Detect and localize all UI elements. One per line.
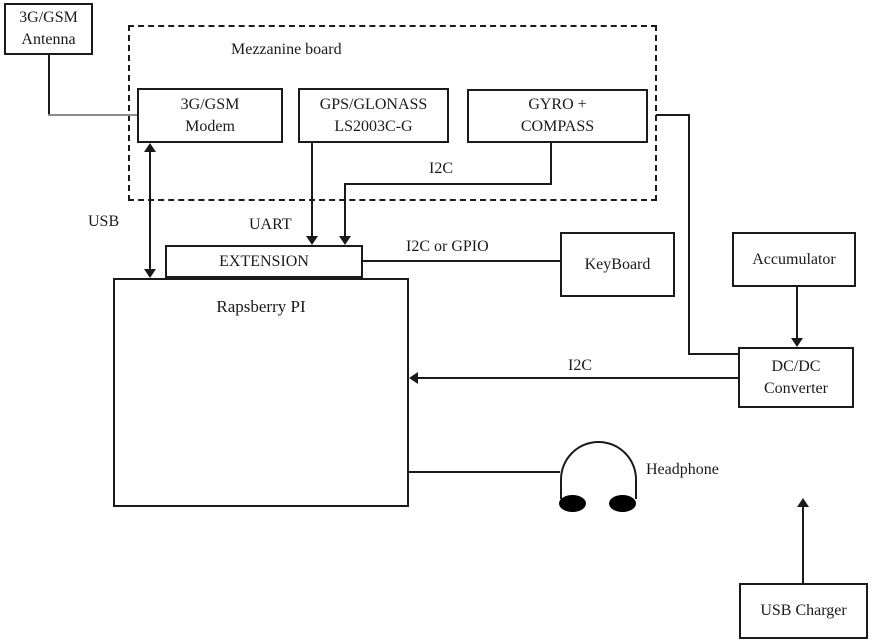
accumulator-dcdc-line: [796, 287, 798, 339]
usb-charger-line: [802, 506, 804, 583]
headphone-label: Headphone: [646, 461, 719, 478]
usb-bus-label: USB: [88, 213, 120, 230]
i2c-gyro-arrowhead: [339, 236, 351, 245]
usb-arrowhead-up: [144, 143, 156, 152]
uart-line: [311, 143, 313, 237]
antenna-label-line1: 3G/GSM: [19, 9, 78, 27]
usb-charger-arrowhead: [797, 498, 809, 507]
uart-label: UART: [249, 216, 292, 233]
mezzanine-board-container: [128, 25, 657, 201]
headphone-icon: [560, 441, 637, 499]
power-line-vertical: [688, 114, 690, 355]
antenna-wire-vertical: [48, 55, 50, 116]
i2c-gyro-line-vertical1: [550, 143, 552, 185]
antenna-box: 3G/GSM Antenna: [4, 3, 93, 55]
power-line-horizontal-top: [656, 114, 690, 116]
i2c-gpio-line: [363, 260, 560, 262]
usb-charger-label: USB Charger: [760, 602, 847, 620]
raspberry-pi-label: Rapsberry PI: [216, 297, 306, 316]
i2c-power-line: [418, 377, 739, 379]
gps-label-line1: GPS/GLONASS: [319, 95, 428, 113]
accumulator-dcdc-arrowhead: [791, 338, 803, 347]
raspberry-pi-box: Rapsberry PI: [113, 278, 409, 507]
uart-arrowhead: [306, 236, 318, 245]
power-line-horizontal-bottom: [688, 353, 738, 355]
modem-label-line1: 3G/GSM: [180, 95, 240, 113]
headphone-line: [409, 471, 560, 473]
dcdc-label-line2: Converter: [764, 379, 828, 397]
i2c-gyro-line-vertical2: [344, 183, 346, 237]
headphone-icon-left-pad: [559, 495, 586, 512]
gyro-label-line1: GYRO +: [528, 96, 587, 114]
gyro-label-line2: COMPASS: [520, 118, 595, 135]
i2c-power-label: I2C: [568, 357, 592, 374]
keyboard-label: KeyBoard: [584, 255, 651, 273]
extension-box: EXTENSION: [165, 245, 363, 278]
gps-box: GPS/GLONASS LS2003C-G: [298, 88, 449, 143]
keyboard-box: KeyBoard: [560, 232, 675, 297]
gyro-compass-box: GYRO + COMPASS: [467, 89, 648, 143]
i2c-gyro-line-horizontal: [344, 183, 552, 185]
i2c-power-arrowhead: [409, 372, 418, 384]
modem-box: 3G/GSM Modem: [137, 88, 283, 143]
headphone-icon-right-pad: [609, 495, 636, 512]
mezzanine-board-label: Mezzanine board: [231, 41, 342, 58]
accumulator-label: Accumulator: [752, 250, 836, 268]
modem-label-line2: Modem: [185, 117, 235, 135]
extension-label: EXTENSION: [219, 252, 309, 270]
gps-label-line2: LS2003C-G: [334, 117, 413, 135]
dcdc-converter-box: DC/DC Converter: [738, 347, 854, 408]
antenna-wire-horizontal: [48, 114, 138, 116]
accumulator-box: Accumulator: [732, 232, 856, 287]
usb-bus-line: [149, 150, 151, 271]
i2c-mezzanine-label: I2C: [429, 160, 453, 177]
antenna-label-line2: Antenna: [21, 31, 76, 48]
usb-arrowhead-down: [144, 269, 156, 278]
i2c-gpio-label: I2C or GPIO: [406, 238, 489, 255]
dcdc-label-line1: DC/DC: [771, 357, 821, 375]
usb-charger-box: USB Charger: [739, 583, 868, 639]
